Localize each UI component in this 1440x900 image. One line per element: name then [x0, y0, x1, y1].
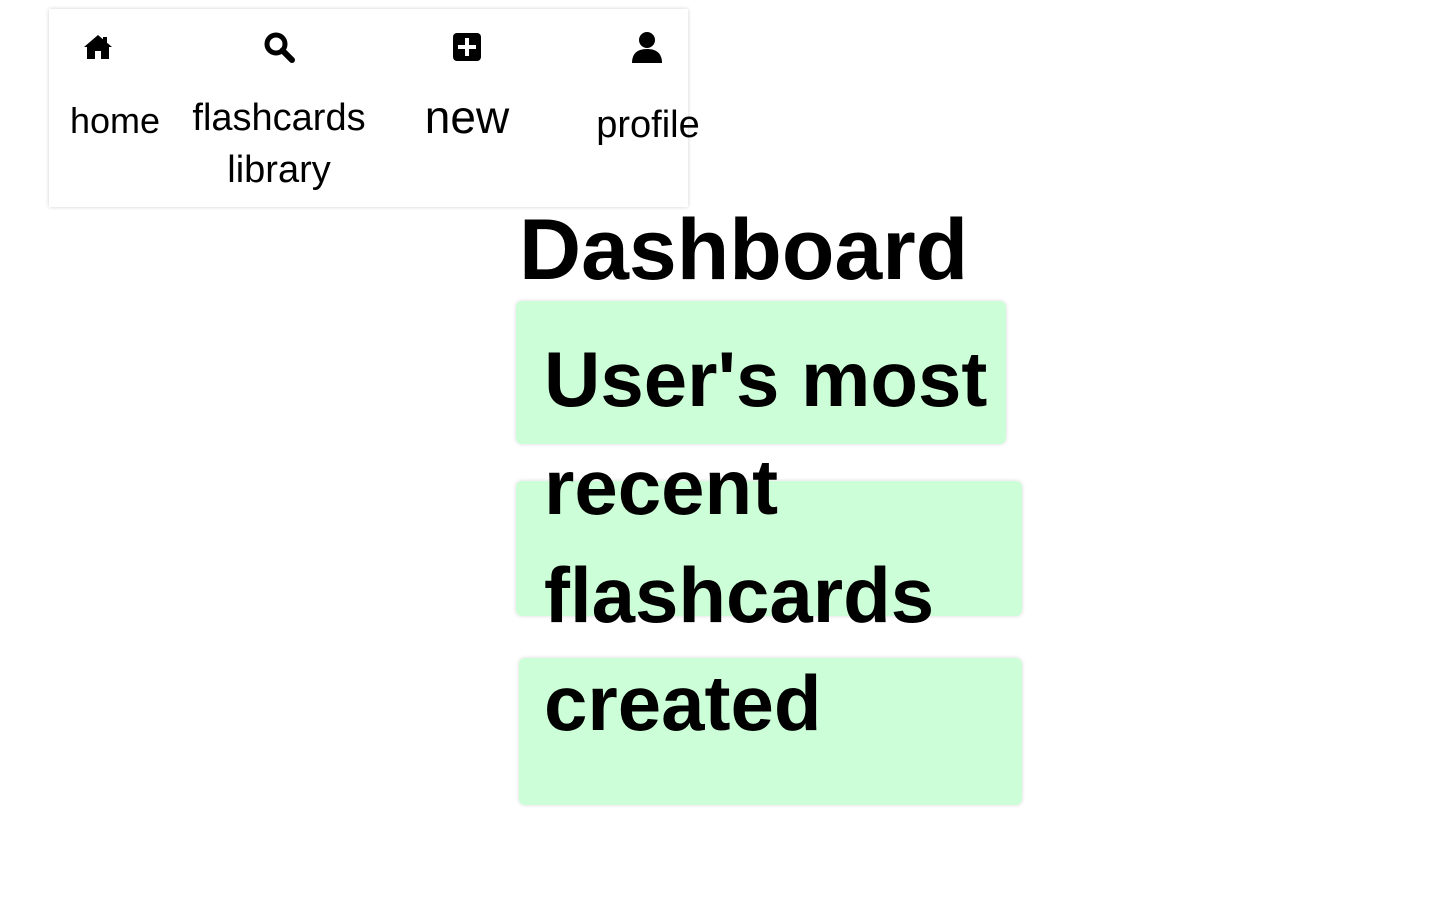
- search-icon: [261, 29, 297, 65]
- recent-flashcards-heading: User's most recent flashcards created: [544, 335, 988, 747]
- flashcard-card[interactable]: [516, 481, 1022, 616]
- flashcard-card[interactable]: [519, 658, 1022, 805]
- nav-label-flashcards-library: flashcards library: [192, 97, 366, 191]
- page-title: Dashboard: [519, 202, 969, 298]
- nav-label-home: home: [69, 100, 161, 141]
- nav-label-profile: profile: [596, 104, 700, 146]
- plus-square-icon: [449, 29, 485, 65]
- top-navigation: home flashcards library new: [49, 9, 700, 207]
- nav-label-new: new: [424, 91, 510, 143]
- home-icon: [80, 29, 116, 65]
- flashcard-card[interactable]: [516, 301, 1006, 444]
- user-icon: [629, 29, 665, 65]
